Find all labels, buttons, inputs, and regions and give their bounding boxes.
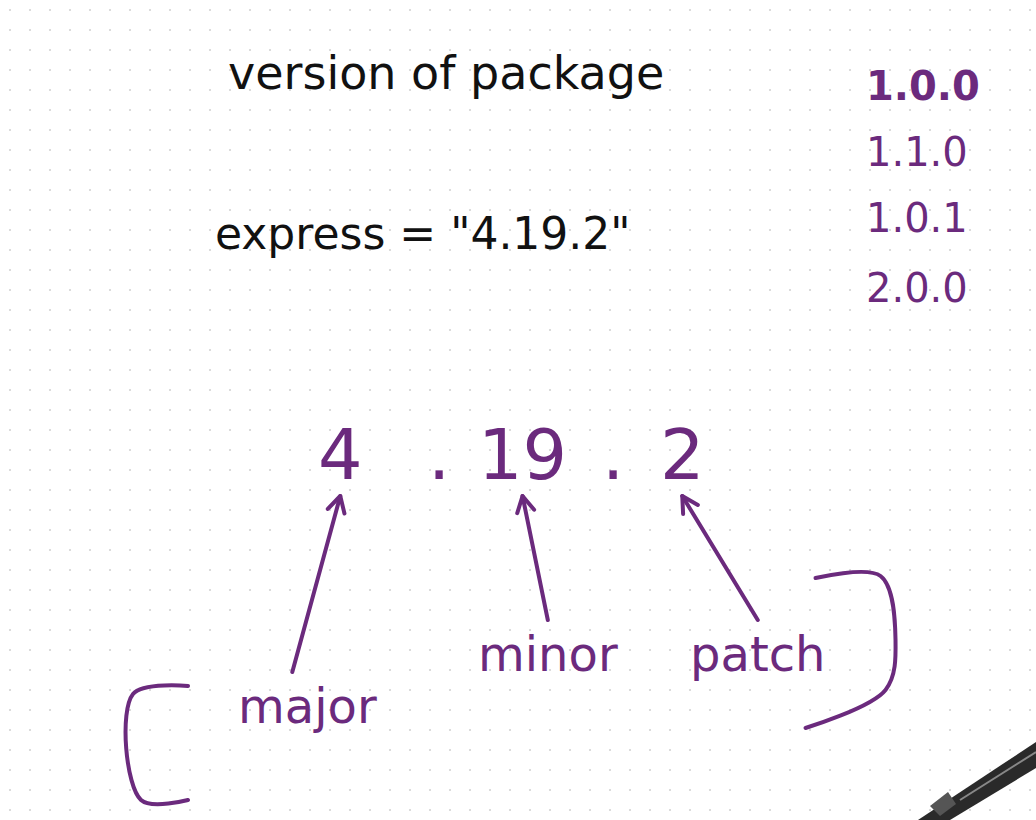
pointer-arrow — [682, 496, 757, 620]
dot-separator: . — [428, 420, 450, 490]
version-number: 1.1.0 — [866, 132, 968, 172]
part-label: patch — [690, 630, 826, 678]
version-number: 1.0.1 — [866, 198, 968, 238]
pointer-arrow — [292, 496, 340, 672]
pen-tip — [918, 742, 1036, 820]
dot-separator: . — [602, 420, 624, 490]
version-number: 1.0.0 — [866, 66, 980, 106]
grouping-bracket — [126, 685, 188, 804]
pointer-arrow — [682, 496, 698, 514]
pointer-arrow — [517, 496, 534, 513]
version-number: 2.0.0 — [866, 268, 968, 308]
version-part: 4 — [318, 420, 363, 490]
code-text: express = "4.19.2" — [215, 212, 631, 256]
part-label: major — [238, 682, 377, 730]
version-part: 19 — [478, 420, 567, 490]
version-part: 2 — [660, 420, 705, 490]
pointer-arrow — [328, 496, 345, 514]
heading-text: version of package — [228, 50, 664, 96]
pointer-arrow — [523, 496, 548, 620]
part-label: minor — [478, 630, 618, 678]
